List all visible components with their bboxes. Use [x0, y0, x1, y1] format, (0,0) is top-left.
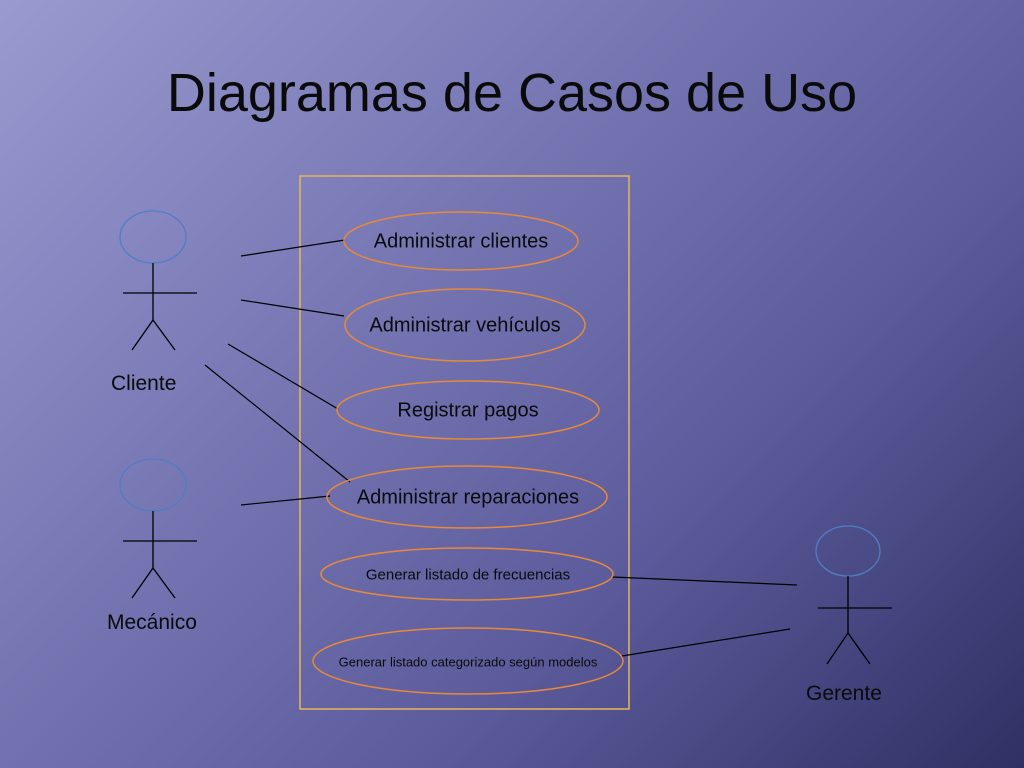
actor-label-mecanico: Mecánico	[107, 611, 197, 634]
actor-cliente-leg-left	[131, 319, 154, 351]
actor-label-cliente: Cliente	[111, 372, 177, 395]
association-cliente-uc1	[240, 239, 346, 257]
use-case-label: Administrar clientes	[373, 230, 549, 253]
association-cliente-uc2	[240, 299, 345, 317]
association-lines	[204, 239, 798, 657]
actor-cliente-head	[119, 210, 187, 264]
use-cases	[312, 211, 624, 695]
use-case-generar-listado-categorizado	[312, 627, 624, 695]
use-case-registrar-pagos	[336, 380, 600, 440]
use-case-generar-listado-frecuencias	[320, 547, 614, 601]
use-case-label: Registrar pagos	[397, 399, 539, 422]
slide-title: Diagramas de Casos de Uso	[166, 63, 858, 123]
actor-cliente	[119, 210, 197, 351]
actor-label-gerente: Gerente	[806, 682, 882, 705]
actor-gerente-leg-right	[847, 632, 871, 665]
use-case-label: Generar listado de frecuencias	[365, 566, 571, 584]
use-case-label: Administrar vehículos	[369, 314, 561, 337]
use-case-label: Generar listado categorizado según model…	[338, 654, 598, 670]
actor-mecanico-head	[119, 458, 187, 512]
association-cliente-uc4	[204, 364, 351, 483]
actor-mecanico-leg-left	[131, 567, 154, 599]
actor-gerente	[815, 525, 892, 665]
actor-gerente-leg-left	[826, 632, 849, 665]
actor-mecanico-leg-right	[152, 567, 176, 599]
system-boundary	[299, 175, 630, 710]
actor-cliente-leg-right	[152, 319, 176, 351]
association-gerente-uc6	[621, 628, 791, 657]
use-case-administrar-reparaciones	[326, 465, 608, 529]
association-cliente-uc3	[227, 343, 339, 410]
actor-mecanico	[119, 458, 197, 599]
association-mecanico-uc4	[240, 495, 331, 506]
use-case-administrar-clientes	[343, 211, 579, 271]
use-case-administrar-vehiculos	[344, 288, 586, 362]
association-gerente-uc5	[611, 576, 798, 586]
use-case-label: Administrar reparaciones	[356, 486, 580, 509]
actor-gerente-head	[815, 525, 881, 577]
